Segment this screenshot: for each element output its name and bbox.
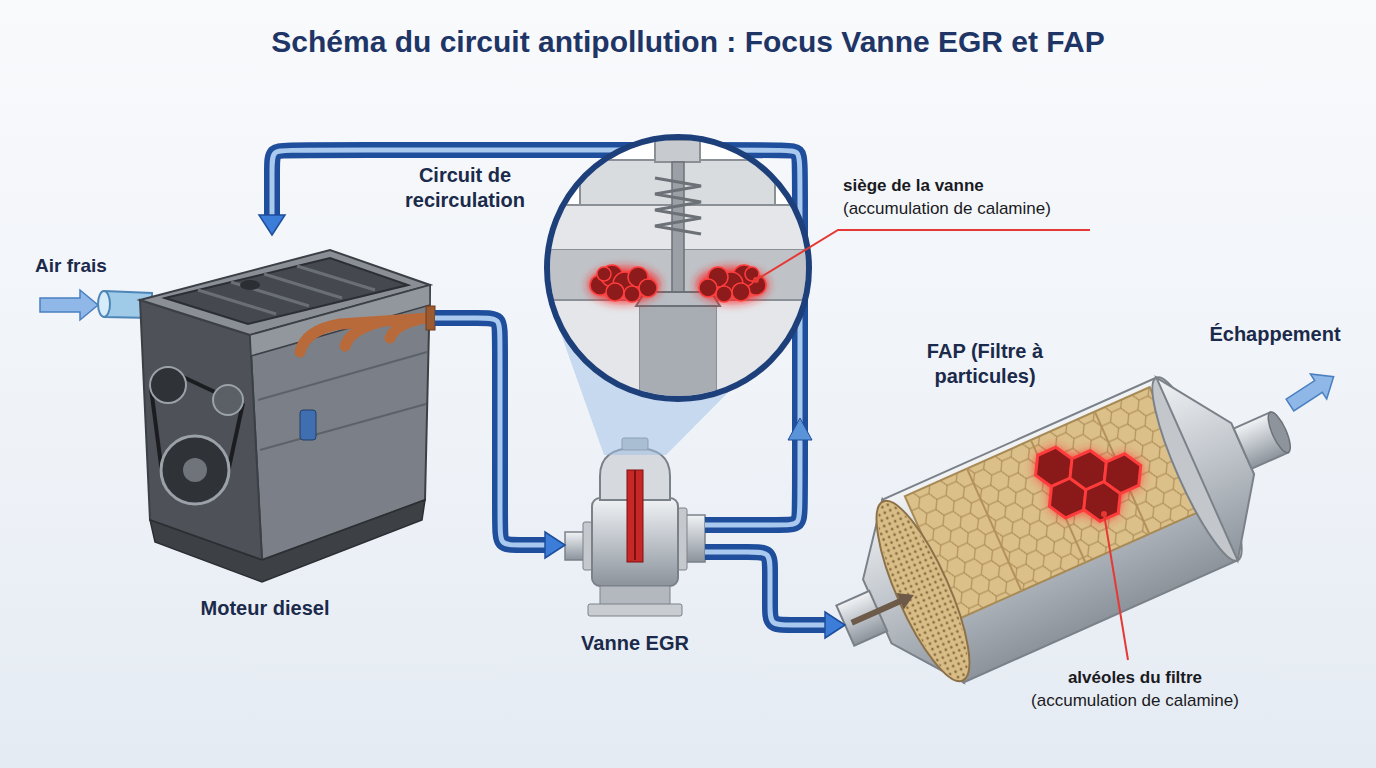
valve-zoom-detail <box>545 137 815 410</box>
particulate-filter-illustration <box>1264 409 1295 455</box>
node-label: Moteur diesel <box>201 596 330 621</box>
callout-label: Air frais <box>35 255 107 278</box>
engine-illustration <box>250 285 430 356</box>
valve-zoom-detail <box>590 265 766 302</box>
valve-zoom-detail <box>588 267 660 303</box>
engine-illustration <box>426 306 435 330</box>
egr-valve-illustration <box>565 438 705 616</box>
component-node: Vanne EGR <box>565 435 705 660</box>
particulate-filter-illustration <box>805 338 1327 717</box>
particulate-filter-illustration <box>859 491 986 691</box>
egr-valve-illustration <box>634 470 636 560</box>
arrow-head <box>825 612 845 638</box>
valve-zoom-detail <box>597 267 611 281</box>
callout-label: alvéoles du filtre <box>1068 668 1202 688</box>
pipe-connector <box>705 552 845 638</box>
air-intake-arrow <box>40 290 98 320</box>
pipe-highlight <box>705 552 827 625</box>
egr-valve-illustration <box>600 586 670 606</box>
edge-label: Circuit de recirculation <box>390 163 540 213</box>
callout-label: Échappement <box>1209 322 1340 346</box>
arrow-head <box>259 215 285 235</box>
particulate-filter-illustration <box>896 587 917 610</box>
leader-line <box>756 230 1128 660</box>
pipe-outer <box>705 552 827 625</box>
engine-illustration <box>258 352 427 400</box>
particulate-filter-illustration <box>862 494 984 689</box>
pipe-outer <box>435 318 547 545</box>
engine-illustration <box>183 377 215 392</box>
particulate-filter-illustration <box>1097 450 1148 498</box>
engine-illustration <box>297 266 375 290</box>
exhaust-arrow <box>1282 364 1342 417</box>
valve-zoom-detail <box>655 140 700 162</box>
leader-line <box>1104 514 1128 660</box>
valve-zoom-detail <box>606 283 624 301</box>
valve-zoom-detail <box>716 286 732 302</box>
arrow-head <box>545 532 565 558</box>
valve-zoom-detail <box>655 178 701 234</box>
valve-zoom-detail <box>547 137 809 399</box>
engine-illustration <box>198 266 375 314</box>
engine-illustration <box>345 322 380 346</box>
valve-zoom-detail <box>624 286 640 302</box>
diagram-title: Schéma du circuit antipollution : Focus … <box>0 24 1376 60</box>
engine-illustration <box>98 291 110 317</box>
callout-label: siège de la vanne <box>843 176 984 196</box>
leader-line <box>756 230 1090 280</box>
valve-zoom-detail <box>639 279 657 297</box>
particulate-filter-illustration <box>852 600 903 623</box>
egr-valve-illustration <box>588 604 682 616</box>
node-label: FAP (Filtre à particules) <box>925 339 1045 389</box>
engine-illustration <box>260 404 426 450</box>
egr-valve-illustration <box>678 508 687 570</box>
flow-arrow <box>788 418 812 440</box>
engine-illustration <box>213 385 243 415</box>
egr-valve-illustration <box>583 522 592 570</box>
engine-illustration <box>300 410 316 440</box>
node-label: Vanne EGR <box>581 631 689 656</box>
valve-zoom-detail <box>732 283 750 301</box>
particulate-filter-illustration <box>967 469 1022 591</box>
engine-illustration <box>98 250 435 582</box>
engine-illustration <box>140 300 262 560</box>
particulate-filter-illustration <box>967 412 1149 591</box>
engine-illustration <box>300 318 430 352</box>
particulate-filter-illustration <box>1029 419 1155 538</box>
component-node: Moteur diesel <box>95 235 435 625</box>
engine-illustration <box>258 352 427 450</box>
engine-illustration <box>161 436 229 504</box>
engine-illustration <box>183 458 207 482</box>
leader-dot <box>753 277 759 283</box>
engine-illustration <box>390 319 420 338</box>
air-intake-arrow <box>40 290 98 320</box>
component-node: FAP (Filtre à particules) <box>845 335 1125 635</box>
engine-illustration <box>150 367 186 403</box>
pipe-connector <box>435 318 565 558</box>
particulate-filter-illustration <box>1029 419 1155 538</box>
pipe-highlight <box>435 318 547 545</box>
engine-illustration <box>150 500 425 582</box>
flow-arrow <box>788 418 812 440</box>
callout-label: (accumulation de calamine) <box>843 199 1051 219</box>
engine-illustration <box>300 318 430 352</box>
leader-dot <box>753 277 1107 517</box>
egr-valve-illustration <box>627 470 643 562</box>
exhaust-arrow <box>1282 364 1342 417</box>
callout-label: (accumulation de calamine) <box>1031 691 1239 711</box>
valve-zoom-detail <box>699 279 717 297</box>
leader-dot <box>1101 511 1107 517</box>
valve-zoom-detail <box>696 267 768 303</box>
engine-illustration <box>240 280 260 290</box>
